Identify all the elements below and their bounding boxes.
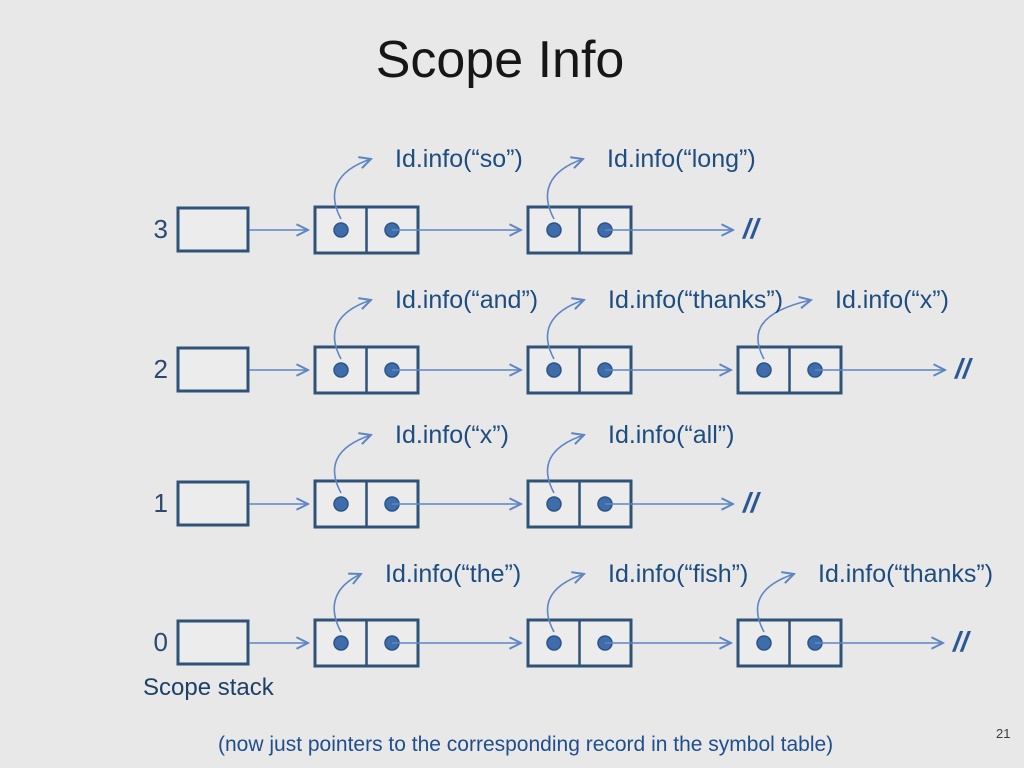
page-number: 21: [996, 726, 1011, 741]
id-info-label: Id.info(“thanks”): [608, 286, 784, 314]
info-pointer-dot: [546, 496, 562, 512]
info-pointer-dot: [333, 222, 349, 238]
info-pointer-dot: [333, 635, 349, 651]
scope-level-index: 3: [153, 214, 168, 244]
info-label-arrow: [546, 159, 583, 220]
id-info-label: Id.info(“fish”): [608, 560, 749, 588]
info-label-arrow: [546, 435, 584, 494]
info-label-arrow: [756, 574, 794, 633]
info-pointer-dot: [756, 635, 772, 651]
stack-box: [176, 619, 250, 666]
info-pointer-dot: [546, 635, 562, 651]
info-label-arrow: [333, 435, 371, 494]
id-info-label: Id.info(“the”): [385, 560, 522, 588]
null-terminator: //: [955, 353, 971, 384]
scope-level-index: 0: [153, 627, 168, 657]
info-pointer-dot: [756, 362, 772, 378]
info-pointer-dot: [546, 362, 562, 378]
info-label-arrow: [546, 300, 584, 360]
info-label-arrow: [757, 300, 811, 360]
null-terminator: //: [743, 213, 759, 244]
info-label-arrow: [333, 159, 371, 220]
null-terminator: //: [953, 626, 969, 657]
null-terminator: //: [743, 487, 759, 518]
id-info-label: Id.info(“so”): [395, 145, 523, 173]
scope-level-index: 1: [153, 488, 168, 518]
stack-box: [176, 206, 250, 253]
id-info-label: Id.info(“x”): [835, 286, 949, 314]
id-info-label: Id.info(“long”): [607, 145, 756, 173]
slide-title: Scope Info: [375, 31, 625, 89]
id-info-label: Id.info(“thanks”): [818, 560, 994, 588]
slide-caption: (now just pointers to the corresponding …: [218, 733, 834, 756]
id-info-label: Id.info(“all”): [608, 421, 735, 449]
info-label-arrow: [546, 574, 584, 633]
info-pointer-dot: [333, 362, 349, 378]
info-pointer-dot: [333, 496, 349, 512]
id-info-label: Id.info(“x”): [395, 421, 509, 449]
info-label-arrow: [333, 574, 361, 633]
scope-level-index: 2: [153, 354, 168, 384]
id-info-label: Id.info(“and”): [395, 286, 539, 314]
scope-stack-label: Scope stack: [143, 674, 274, 701]
info-label-arrow: [333, 300, 371, 360]
stack-box: [176, 480, 250, 527]
info-pointer-dot: [546, 222, 562, 238]
stack-box: [176, 346, 250, 393]
